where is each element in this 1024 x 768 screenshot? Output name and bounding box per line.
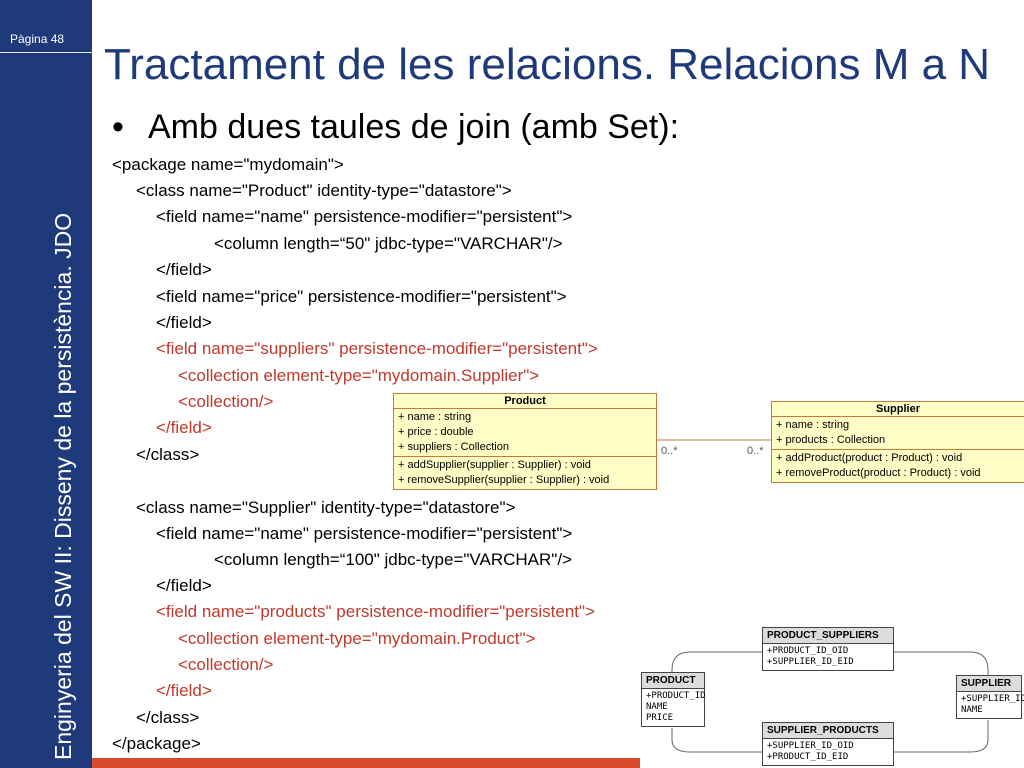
code-line: <field name="price" persistence-modifier… (156, 287, 567, 306)
code-line: </class> (136, 708, 200, 727)
bullet-icon: • (112, 108, 124, 146)
code-line-highlight: <collection element-type="mydomain.Produ… (178, 629, 536, 648)
bullet-point: • Amb dues taules de join (amb Set): (112, 108, 679, 147)
db-table-product: PRODUCT +PRODUCT_ID NAME PRICE (641, 672, 706, 727)
uml-multiplicity: 0..* (661, 445, 678, 457)
code-line: <column length=“100" jdbc-type="VARCHAR"… (214, 550, 572, 569)
uml-operation: + addSupplier(supplier : Supplier) : voi… (398, 459, 591, 471)
db-column: PRICE (646, 713, 674, 723)
db-column: +PRODUCT_ID_OID (767, 646, 849, 656)
code-line: </field> (156, 313, 212, 332)
code-line: </field> (156, 260, 212, 279)
db-column: +SUPPLIER_ID_OID (767, 741, 854, 751)
code-line: <class name="Product" identity-type="dat… (136, 181, 512, 200)
code-line: </package> (112, 734, 201, 753)
uml-operation: + removeProduct(product : Product) : voi… (776, 467, 981, 479)
sidebar-divider (0, 52, 92, 53)
uml-class-product: Product + name : string + price : double… (393, 393, 657, 490)
db-table-name: PRODUCT (642, 673, 704, 689)
code-line-highlight: <collection/> (178, 655, 274, 674)
uml-class-supplier: Supplier + name : string + products : Co… (771, 401, 1024, 483)
db-table-product-suppliers: PRODUCT_SUPPLIERS +PRODUCT_ID_OID +SUPPL… (762, 627, 894, 671)
code-line-highlight: <collection element-type="mydomain.Suppl… (178, 366, 540, 385)
page-number: Pàgina 48 (10, 32, 65, 46)
db-table-name: PRODUCT_SUPPLIERS (763, 628, 893, 644)
uml-class-name: Supplier (772, 402, 1024, 417)
db-column: NAME (961, 705, 983, 715)
bullet-text: Amb dues taules de join (amb Set): (148, 108, 680, 146)
code-line: </field> (156, 576, 212, 595)
sidebar (0, 0, 92, 768)
uml-class-name: Product (394, 394, 656, 409)
db-column: +PRODUCT_ID (646, 691, 706, 701)
code-line-highlight: </field> (156, 681, 212, 700)
uml-operations: + addProduct(product : Product) : void +… (772, 450, 1024, 482)
db-column: +SUPPLIER_ID (961, 694, 1024, 704)
uml-attribute: + products : Collection (776, 434, 886, 446)
slide-title: Tractament de les relacions. Relacions M… (104, 40, 991, 89)
uml-attribute: + name : string (776, 419, 850, 431)
uml-attribute: + price : double (398, 426, 474, 438)
code-line: </class> (136, 445, 200, 464)
uml-operation: + removeSupplier(supplier : Supplier) : … (398, 474, 610, 486)
uml-attributes: + name : string + products : Collection (772, 417, 1024, 450)
code-line: <class name="Supplier" identity-type="da… (136, 498, 516, 517)
uml-operation: + addProduct(product : Product) : void (776, 452, 963, 464)
db-column: NAME (646, 702, 668, 712)
code-line-highlight: </field> (156, 418, 212, 437)
db-table-supplier: SUPPLIER +SUPPLIER_ID NAME (956, 675, 1024, 719)
code-line-highlight: <field name="suppliers" persistence-modi… (156, 339, 598, 358)
uml-multiplicity: 0..* (747, 445, 764, 457)
bottom-accent-bar (92, 758, 640, 768)
uml-attribute: + name : string (398, 411, 472, 423)
uml-attributes: + name : string + price : double + suppl… (394, 409, 656, 457)
code-line: <field name="name" persistence-modifier=… (156, 207, 573, 226)
uml-operations: + addSupplier(supplier : Supplier) : voi… (394, 457, 656, 489)
code-line: <column length=“50" jdbc-type="VARCHAR"/… (214, 234, 563, 253)
db-table-name: SUPPLIER_PRODUCTS (763, 723, 893, 739)
db-table-supplier-products: SUPPLIER_PRODUCTS +SUPPLIER_ID_OID +PROD… (762, 722, 894, 766)
db-column: +PRODUCT_ID_EID (767, 752, 849, 762)
code-line: <field name="name" persistence-modifier=… (156, 524, 573, 543)
code-line-highlight: <field name="products" persistence-modif… (156, 602, 595, 621)
uml-attribute: + suppliers : Collection (398, 441, 509, 453)
code-line: <package name="mydomain"> (112, 155, 344, 174)
db-column: +SUPPLIER_ID_EID (767, 657, 854, 667)
db-table-name: SUPPLIER (957, 676, 1021, 692)
code-line-highlight: <collection/> (178, 392, 274, 411)
